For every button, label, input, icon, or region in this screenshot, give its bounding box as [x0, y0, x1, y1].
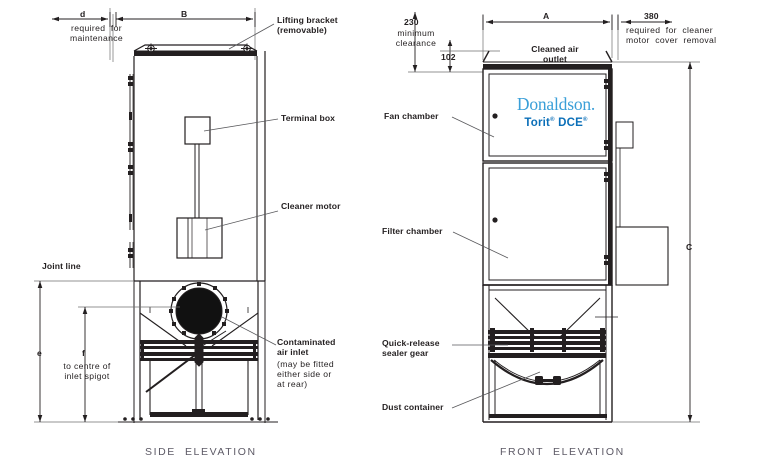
front-elevation-group — [408, 12, 700, 423]
caption-side-elevation: SIDE ELEVATION — [145, 446, 257, 458]
caption-front-elevation: FRONT ELEVATION — [500, 446, 625, 458]
callout-cleaned-air-outlet: Cleaned air outlet — [531, 44, 579, 64]
logo-torit-text: Torit — [524, 116, 551, 129]
callout-lifting-bracket: Lifting bracket (removable) — [277, 15, 338, 35]
dimension-label-102: 102 — [441, 52, 456, 62]
callout-joint-line: Joint line — [42, 261, 81, 271]
callout-quick-release-sealer-gear: Quick-release sealer gear — [382, 338, 440, 358]
dimension-note-d: required for maintenance — [69, 23, 124, 43]
callout-dust-container: Dust container — [382, 402, 444, 412]
dimension-note-230: minimum clearance — [395, 28, 437, 48]
dimension-note-f: to centre of inlet spigot — [63, 361, 111, 381]
logo-donaldson-wordmark: Donaldson. — [516, 94, 596, 114]
logo-dce-text: DCE — [558, 116, 583, 129]
dimension-label-b: B — [181, 9, 188, 19]
callout-fan-chamber: Fan chamber — [384, 111, 439, 121]
side-elevation-group — [34, 8, 279, 423]
logo-torit-registered-mark: ® — [550, 117, 555, 123]
dimension-note-380: required for cleaner motor cover removal — [626, 25, 717, 45]
callout-cleaner-motor: Cleaner motor — [281, 201, 341, 211]
dimension-label-380: 380 — [644, 11, 659, 21]
callout-contaminated-air-inlet-detail: (may be fitted either side or at rear) — [277, 359, 334, 389]
dimension-label-f: f — [82, 348, 85, 358]
callout-terminal-box: Terminal box — [281, 113, 336, 123]
logo-dce-registered-mark: ® — [583, 117, 588, 123]
dimension-label-e: e — [37, 348, 42, 358]
logo-torit-dce-wordmark: Torit® DCE® — [496, 114, 616, 129]
dimension-label-c: C — [686, 242, 693, 252]
dimension-label-a: A — [543, 11, 550, 21]
dimension-label-230: 230 — [404, 17, 419, 27]
callout-filter-chamber: Filter chamber — [382, 226, 443, 236]
donaldson-torit-dce-logo: Donaldson. Torit® DCE® — [496, 94, 616, 129]
dimension-label-d: d — [80, 9, 86, 19]
callout-contaminated-air-inlet: Contaminated air inlet — [277, 337, 336, 357]
